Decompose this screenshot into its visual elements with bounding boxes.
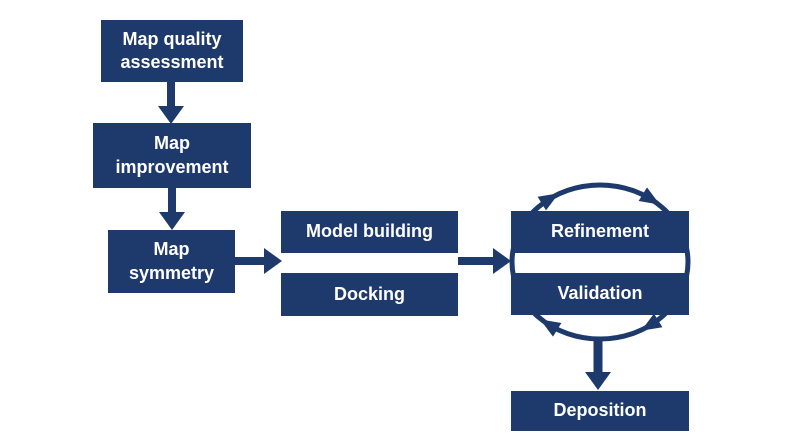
node-label: Refinement <box>550 221 649 242</box>
node-label: Map symmetry <box>128 239 215 283</box>
node-refinement: Refinement <box>511 211 689 253</box>
cycle-arrowhead-bottom-left-icon <box>540 319 562 337</box>
node-label: Validation <box>557 283 643 304</box>
arrow-symmetry-to-modelbuilding <box>235 248 282 274</box>
down-arrowhead-icon <box>158 106 184 124</box>
cycle-arrowhead-top-right-icon <box>638 187 660 205</box>
node-docking: Docking <box>281 273 458 316</box>
node-deposition: Deposition <box>511 391 689 431</box>
down-arrowhead-icon <box>585 372 611 390</box>
node-map-quality-assessment: Map quality assessment <box>101 20 243 82</box>
node-map-symmetry: Map symmetry <box>108 230 235 293</box>
node-label: Docking <box>333 283 405 304</box>
node-model-building: Model building <box>281 211 458 253</box>
right-arrowhead-icon <box>264 248 282 274</box>
cycle-ring-icon <box>509 182 691 342</box>
cycle-arrowhead-top-left-icon <box>537 193 559 211</box>
refinement-validation-cycle <box>509 182 691 342</box>
down-arrowhead-icon <box>159 212 185 230</box>
node-label: Map quality assessment <box>120 28 224 72</box>
arrow-improvement-to-symmetry <box>159 188 185 230</box>
cycle-arrowhead-bottom-right-icon <box>641 313 663 331</box>
arrow-cycle-to-deposition <box>585 339 611 390</box>
node-map-improvement: Map improvement <box>93 123 251 188</box>
arrow-modelbuilding-to-refinement <box>458 248 511 274</box>
right-arrowhead-icon <box>493 248 511 274</box>
node-validation: Validation <box>511 273 689 315</box>
arrow-quality-to-improvement <box>158 82 184 124</box>
node-label: Map improvement <box>115 133 229 177</box>
node-label: Model building <box>306 221 433 242</box>
node-label: Deposition <box>553 400 647 421</box>
